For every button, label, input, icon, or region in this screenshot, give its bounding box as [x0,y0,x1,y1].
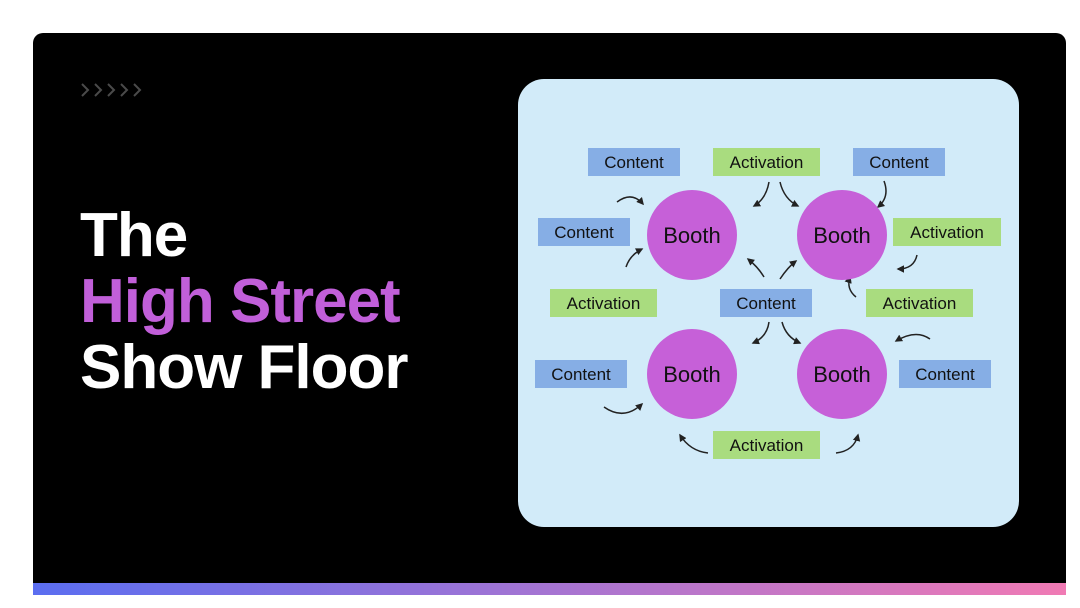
activation-label: Activation [893,218,1001,246]
content-label-text: Content [554,223,614,242]
activation-label-box [893,218,1001,246]
flow-arrow [779,181,800,207]
flow-arrow [779,260,798,280]
content-label-text: Content [915,365,975,384]
booth-label: Booth [663,223,721,248]
flow-arrow [625,248,644,268]
activation-label-box [866,289,973,317]
content-label-box [535,360,627,388]
activation-label-text: Activation [567,294,641,313]
activation-label-box [713,431,820,459]
content-label-text: Content [551,365,611,384]
content-label-box [720,289,812,317]
activation-label: Activation [866,289,973,317]
activation-label-text: Activation [910,223,984,242]
chevron-right-icon [81,83,90,97]
flow-arrow [751,321,770,345]
booth-circle [647,329,737,419]
content-label-text: Content [869,153,929,172]
gradient-bar-shape [33,583,1066,595]
flow-arrow [746,258,765,278]
gradient-bar [33,583,1066,595]
content-label-box [538,218,630,246]
flow-arrow [781,321,802,345]
activation-label-box [713,148,820,176]
content-label-box [588,148,680,176]
flow-arrow [603,402,644,414]
content-label-text: Content [604,153,664,172]
activation-label-text: Activation [883,294,957,313]
headline-line-2: High Street [80,267,401,336]
flow-arrows [603,180,931,454]
booth-node: Booth [797,190,887,280]
booth-circle [647,190,737,280]
flow-arrow [894,333,931,342]
content-label: Content [588,148,680,176]
content-label: Content [720,289,812,317]
headline-line-1: The [80,201,188,270]
activation-label-text: Activation [730,436,804,455]
flow-arrow [679,433,709,454]
booth-node: Booth [647,329,737,419]
activation-label-text: Activation [730,153,804,172]
activation-label: Activation [713,431,820,459]
booth-label: Booth [663,362,721,387]
activation-label: Activation [713,148,820,176]
headline-line-3: Show Floor [80,333,409,402]
headline: The High Street Show Floor [80,201,409,402]
booth-circle [797,190,887,280]
booth-node: Booth [647,190,737,280]
content-label: Content [899,360,991,388]
content-label-text: Content [736,294,796,313]
booth-label: Booth [813,362,871,387]
flow-arrow [876,180,887,208]
booth-label: Booth [813,223,871,248]
flow-arrow [896,254,918,273]
booth-circle [797,329,887,419]
chevron-right-icon [133,83,142,97]
chevron-right-icon [120,83,129,97]
chevron-right-icon [107,83,116,97]
content-label: Content [538,218,630,246]
flow-arrow [835,433,861,454]
content-label-box [899,360,991,388]
flow-arrow [752,181,770,207]
booth-node: Booth [797,329,887,419]
flow-arrow [616,196,644,206]
activation-label: Activation [550,289,657,317]
activation-label-box [550,289,657,317]
content-label: Content [535,360,627,388]
content-label: Content [853,148,945,176]
chevron-right-icon [94,83,103,97]
content-label-box [853,148,945,176]
chevrons-right-icon [79,81,143,99]
